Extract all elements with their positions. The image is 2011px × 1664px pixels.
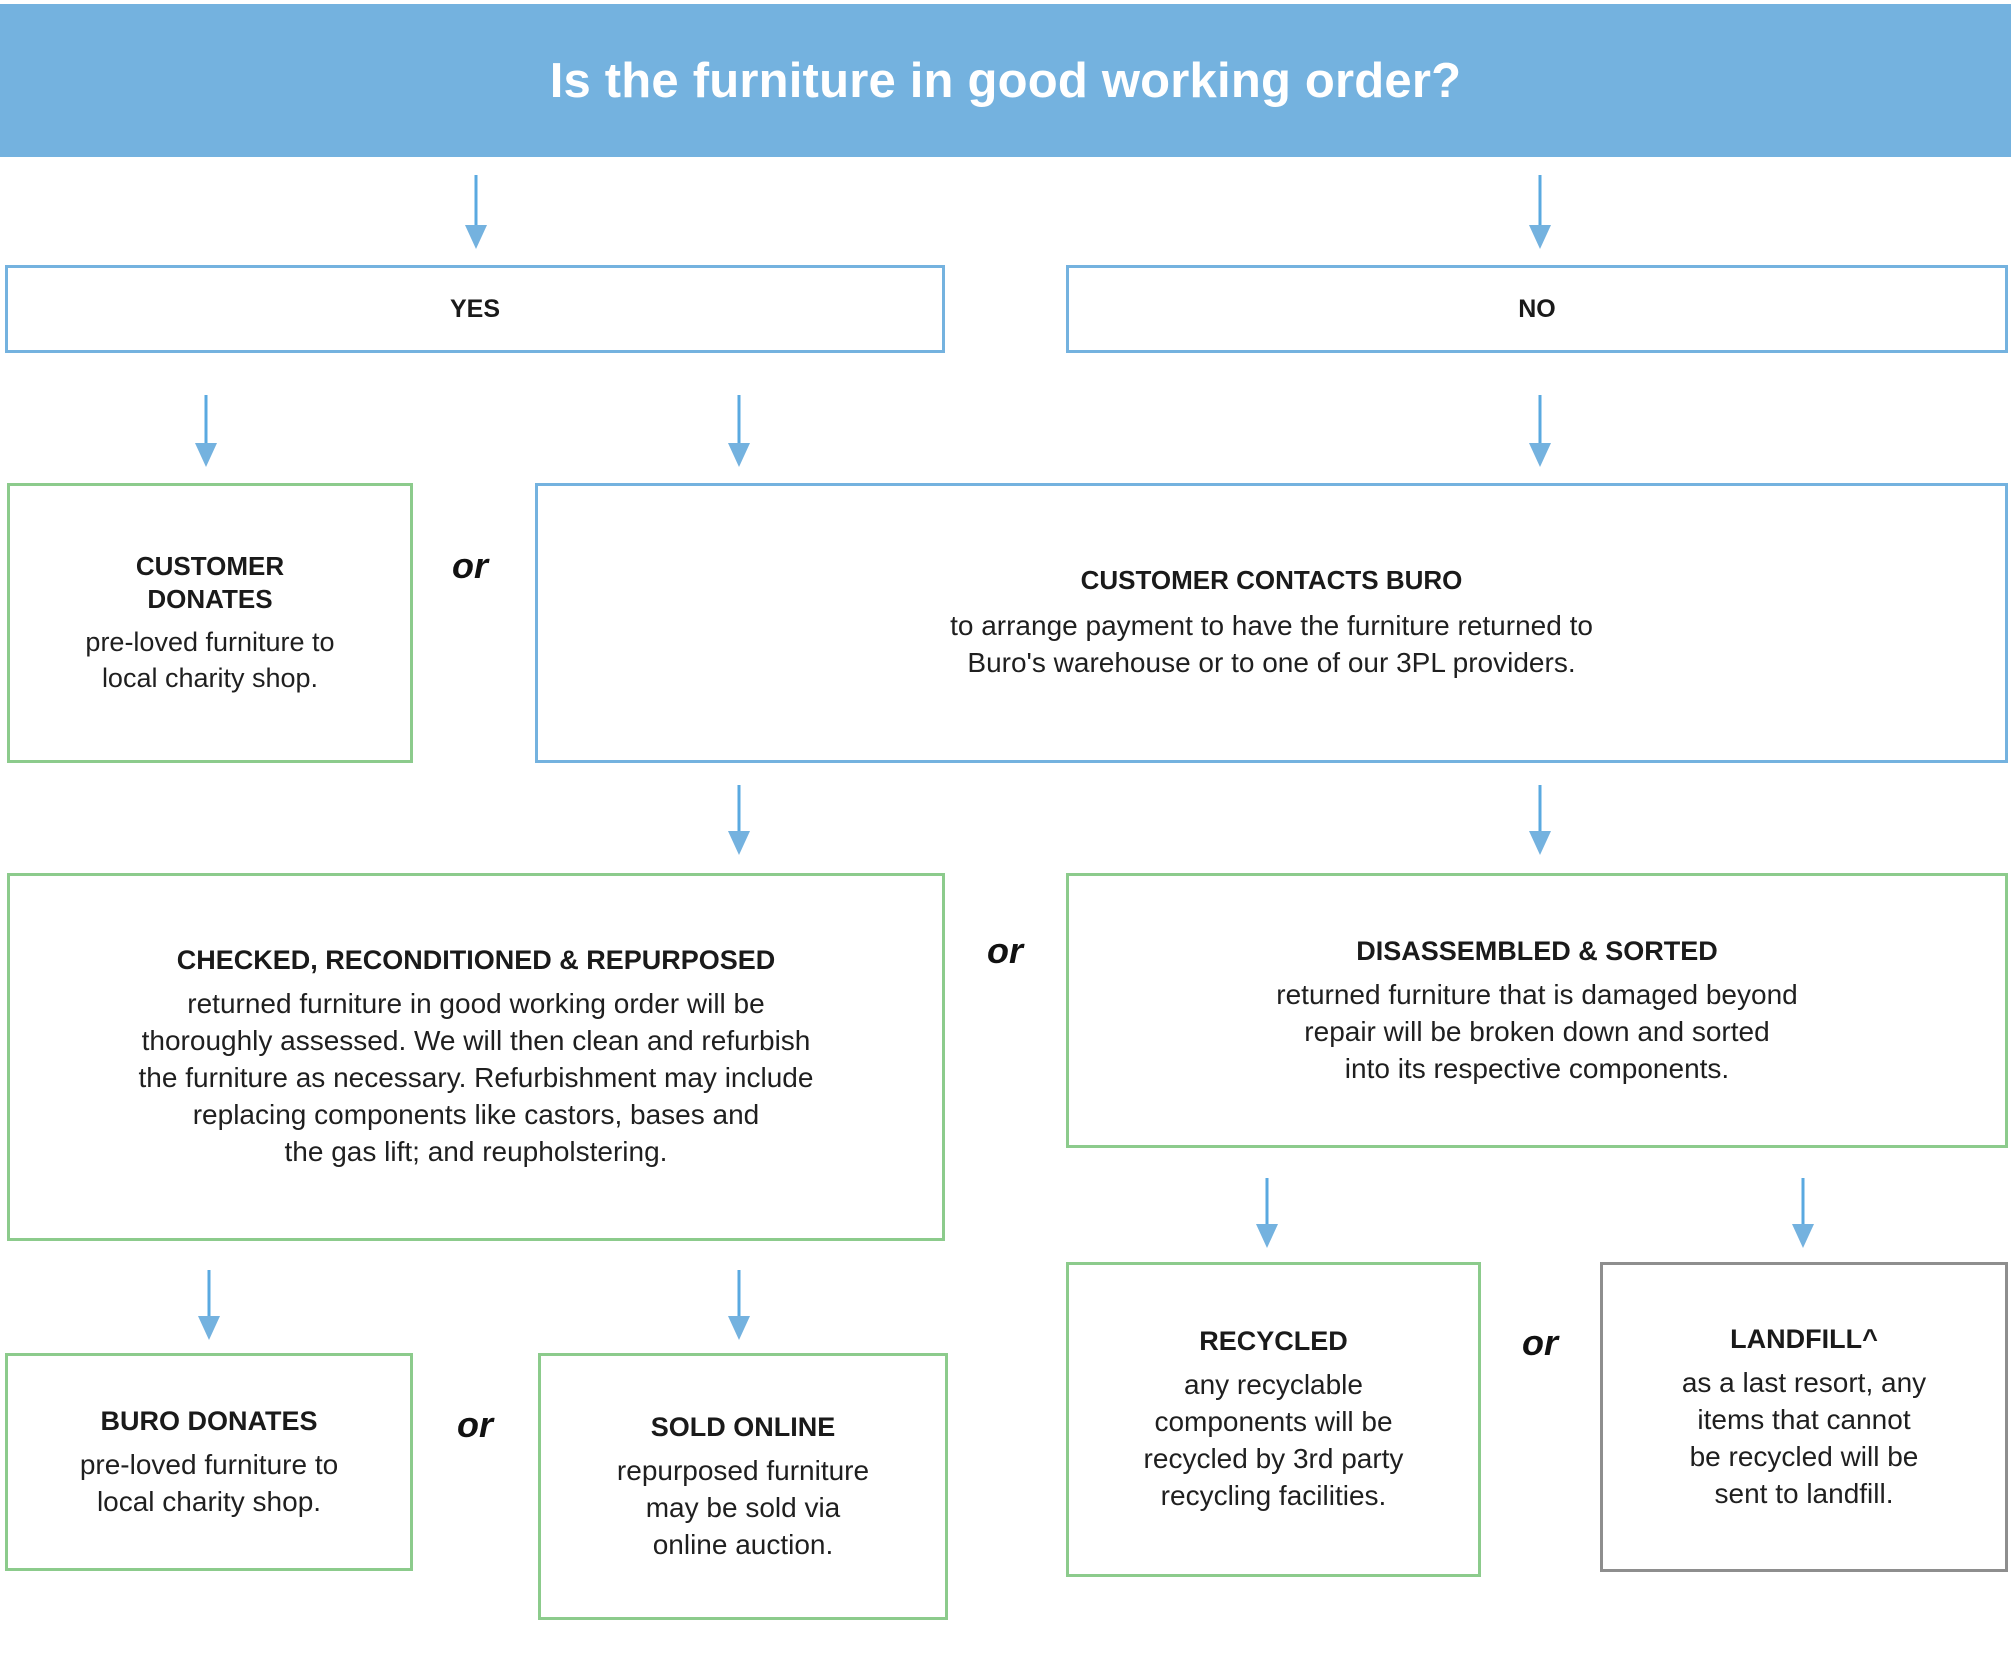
node-sold-online-title: SOLD ONLINE: [650, 1411, 836, 1442]
node-landfill-title: LANDFILL^: [1730, 1323, 1878, 1354]
node-landfill-body-line2: items that cannot: [1697, 1403, 1911, 1435]
node-customer-donates-body-line2: local charity shop.: [101, 662, 319, 693]
node-disassembled-sorted-body-line3: into its respective components.: [1344, 1052, 1730, 1084]
arrow-header-to-no: [1529, 175, 1551, 249]
node-buro-donates-title: BURO DONATES: [100, 1405, 318, 1436]
or-label-donate-or-contact: or: [452, 545, 488, 586]
arrow-no-to-customer-contacts: [1529, 395, 1551, 467]
node-disassembled-sorted-body-line1: returned furniture that is damaged beyon…: [1276, 978, 1798, 1010]
or-label-donate-or-sold: or: [457, 1404, 493, 1445]
node-recycled-body-line4: recycling facilities.: [1160, 1480, 1387, 1511]
node-customer-contacts-buro-body-line1: to arrange payment to have the furniture…: [950, 609, 1593, 641]
node-customer-donates-title-line2: DONATES: [147, 584, 273, 615]
node-buro-donates[interactable]: BURO DONATES pre-loved furniture to loca…: [5, 1353, 413, 1571]
branch-label-no: NO: [1518, 294, 1556, 323]
node-checked-reconditioned-title: CHECKED, RECONDITIONED & REPURPOSED: [176, 945, 776, 976]
arrow-checked-to-sold-online: [728, 1270, 750, 1340]
node-disassembled-sorted-body-line2: repair will be broken down and sorted: [1304, 1015, 1770, 1047]
branch-label-yes: YES: [449, 294, 501, 323]
node-landfill-body-line3: be recycled will be: [1689, 1440, 1919, 1472]
node-customer-contacts-buro-title: CUSTOMER CONTACTS BURO: [1080, 565, 1463, 596]
node-disassembled-sorted-title: DISASSEMBLED & SORTED: [1356, 935, 1718, 966]
node-recycled-body-line3: recycled by 3rd party: [1143, 1443, 1404, 1475]
header-banner: Is the furniture in good working order?: [0, 4, 2011, 157]
or-label-checked-or-disassembled: or: [987, 930, 1023, 971]
node-recycled-body-line2: components will be: [1154, 1406, 1393, 1438]
node-sold-online-body-line2: may be sold via: [645, 1491, 841, 1523]
node-checked-reconditioned-body-line4: replacing components like castors, bases…: [192, 1099, 760, 1131]
node-checked-reconditioned-body-line1: returned furniture in good working order…: [187, 988, 765, 1020]
arrow-contacts-to-checked: [728, 785, 750, 855]
arrow-checked-to-buro-donates: [198, 1270, 220, 1340]
node-recycled-title: RECYCLED: [1199, 1326, 1348, 1357]
node-recycled-body-line1: any recyclable: [1184, 1369, 1363, 1401]
node-customer-contacts-buro[interactable]: CUSTOMER CONTACTS BURO to arrange paymen…: [535, 483, 2008, 763]
arrow-disassembled-to-recycled: [1256, 1178, 1278, 1248]
arrow-yes-to-customer-contacts: [728, 395, 750, 467]
node-checked-reconditioned[interactable]: CHECKED, RECONDITIONED & REPURPOSED retu…: [7, 873, 945, 1241]
branch-box-yes[interactable]: YES: [5, 265, 945, 353]
node-buro-donates-body-line2: local charity shop.: [96, 1485, 322, 1517]
node-landfill-body-line4: sent to landfill.: [1714, 1477, 1894, 1509]
page-title: Is the furniture in good working order?: [549, 53, 1462, 108]
node-customer-donates-title-line1: CUSTOMER: [135, 550, 285, 581]
node-disassembled-sorted[interactable]: DISASSEMBLED & SORTED returned furniture…: [1066, 873, 2008, 1148]
arrow-yes-to-customer-donates: [195, 395, 217, 467]
arrow-contacts-to-disassembled: [1529, 785, 1551, 855]
or-label-recycled-or-landfill: or: [1522, 1322, 1558, 1363]
node-checked-reconditioned-body-line2: thoroughly assessed. We will then clean …: [141, 1025, 811, 1057]
branch-box-no[interactable]: NO: [1066, 265, 2008, 353]
node-buro-donates-body-line1: pre-loved furniture to: [79, 1448, 339, 1480]
node-checked-reconditioned-body-line3: the furniture as necessary. Refurbishmen…: [138, 1062, 814, 1094]
arrow-header-to-yes: [465, 175, 487, 249]
node-recycled[interactable]: RECYCLED any recyclable components will …: [1066, 1262, 1481, 1577]
node-sold-online[interactable]: SOLD ONLINE repurposed furniture may be …: [538, 1353, 948, 1620]
arrow-disassembled-to-landfill: [1792, 1178, 1814, 1248]
node-customer-donates[interactable]: CUSTOMER DONATES pre-loved furniture to …: [7, 483, 413, 763]
node-landfill-body-line1: as a last resort, any: [1681, 1366, 1927, 1398]
node-customer-donates-body-line1: pre-loved furniture to: [85, 627, 335, 658]
node-checked-reconditioned-body-line5: the gas lift; and reupholstering.: [284, 1135, 668, 1167]
node-sold-online-body-line3: online auction.: [652, 1528, 834, 1560]
node-sold-online-body-line1: repurposed furniture: [616, 1454, 870, 1486]
node-landfill[interactable]: LANDFILL^ as a last resort, any items th…: [1600, 1262, 2008, 1572]
node-customer-contacts-buro-body-line2: Buro's warehouse or to one of our 3PL pr…: [967, 646, 1576, 678]
